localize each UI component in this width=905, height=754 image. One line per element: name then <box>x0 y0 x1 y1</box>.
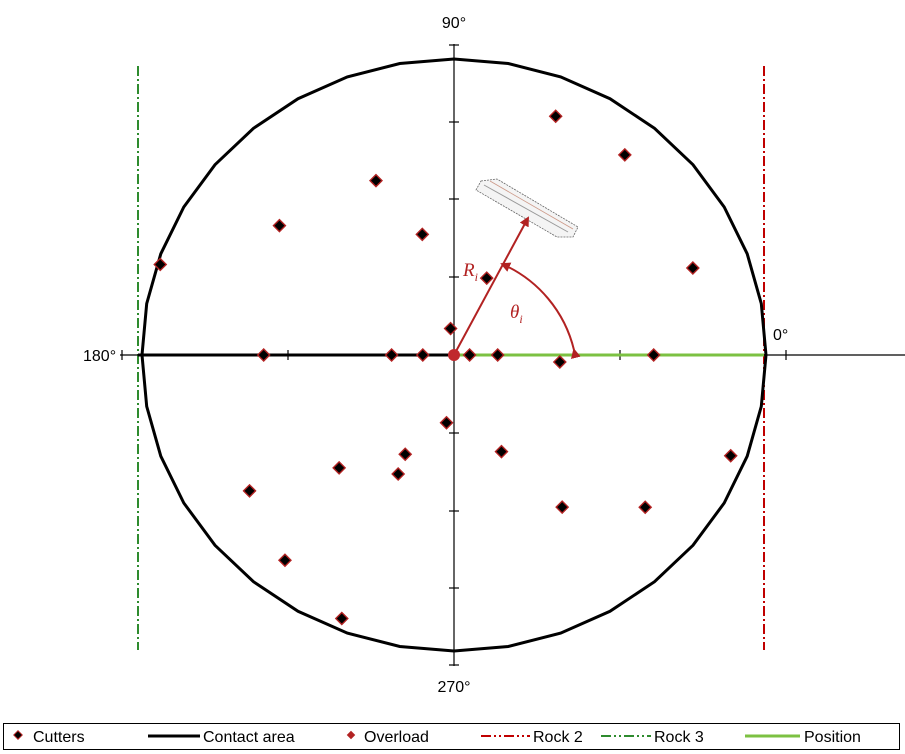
cutter-marker <box>334 611 349 626</box>
axis-label-180: 180° <box>83 348 116 365</box>
cutter-marker <box>384 348 399 362</box>
radius-symbol: Ri <box>462 260 478 284</box>
legend-label-cutters: Cutters <box>33 729 85 746</box>
cutter-marker <box>723 448 738 463</box>
center-cutter <box>448 349 460 361</box>
legend-overload-marker <box>346 730 356 740</box>
cutter-marker <box>685 261 700 276</box>
cutter-marker <box>415 348 430 362</box>
cutter-marker <box>490 348 505 362</box>
cutter-marker <box>398 447 413 462</box>
angle-arc-arrow <box>500 262 581 359</box>
cutter-marker <box>415 227 430 242</box>
legend-label-rock3: Rock 3 <box>654 729 704 746</box>
cutter-layout-diagram: Ri θi 90° 180° 270° 0° <box>83 15 905 696</box>
cutter-marker <box>555 500 570 515</box>
legend: Cutters Contact area Overload Rock 2 Roc… <box>3 723 900 750</box>
legend-cutter-marker <box>13 730 23 740</box>
cutter-marker <box>548 109 563 124</box>
legend-label-rock2: Rock 2 <box>533 729 583 746</box>
cutter-marker <box>153 257 168 272</box>
cutter-marker <box>443 321 458 336</box>
cutter-marker <box>462 348 477 362</box>
legend-label-contact-area: Contact area <box>203 729 295 746</box>
axis-label-0: 0° <box>773 327 788 344</box>
cutter-marker <box>479 271 494 286</box>
cutter-marker <box>617 147 632 162</box>
axis-label-270: 270° <box>437 679 470 696</box>
axis-label-90: 90° <box>442 15 466 32</box>
cutter-marker <box>332 460 347 475</box>
cutter-marker <box>256 348 271 362</box>
cutter-marker <box>439 415 454 430</box>
cutter-marker <box>552 355 567 370</box>
cutter-marker <box>494 444 509 459</box>
legend-svg: Cutters Contact area Overload Rock 2 Roc… <box>13 729 861 746</box>
cutter-marker <box>277 553 292 568</box>
cutter-marker <box>646 348 661 362</box>
cutter-marker <box>638 500 653 515</box>
cutter-sketch <box>475 178 579 238</box>
cutter-marker <box>242 483 257 498</box>
angle-symbol: θi <box>510 302 523 326</box>
cutter-marker <box>391 466 406 481</box>
cutter-marker <box>368 173 383 188</box>
cutter-marker <box>272 218 287 233</box>
legend-label-position: Position <box>804 729 861 746</box>
radius-arrow <box>453 216 529 356</box>
legend-label-overload: Overload <box>364 729 429 746</box>
cutters-group <box>153 109 738 626</box>
